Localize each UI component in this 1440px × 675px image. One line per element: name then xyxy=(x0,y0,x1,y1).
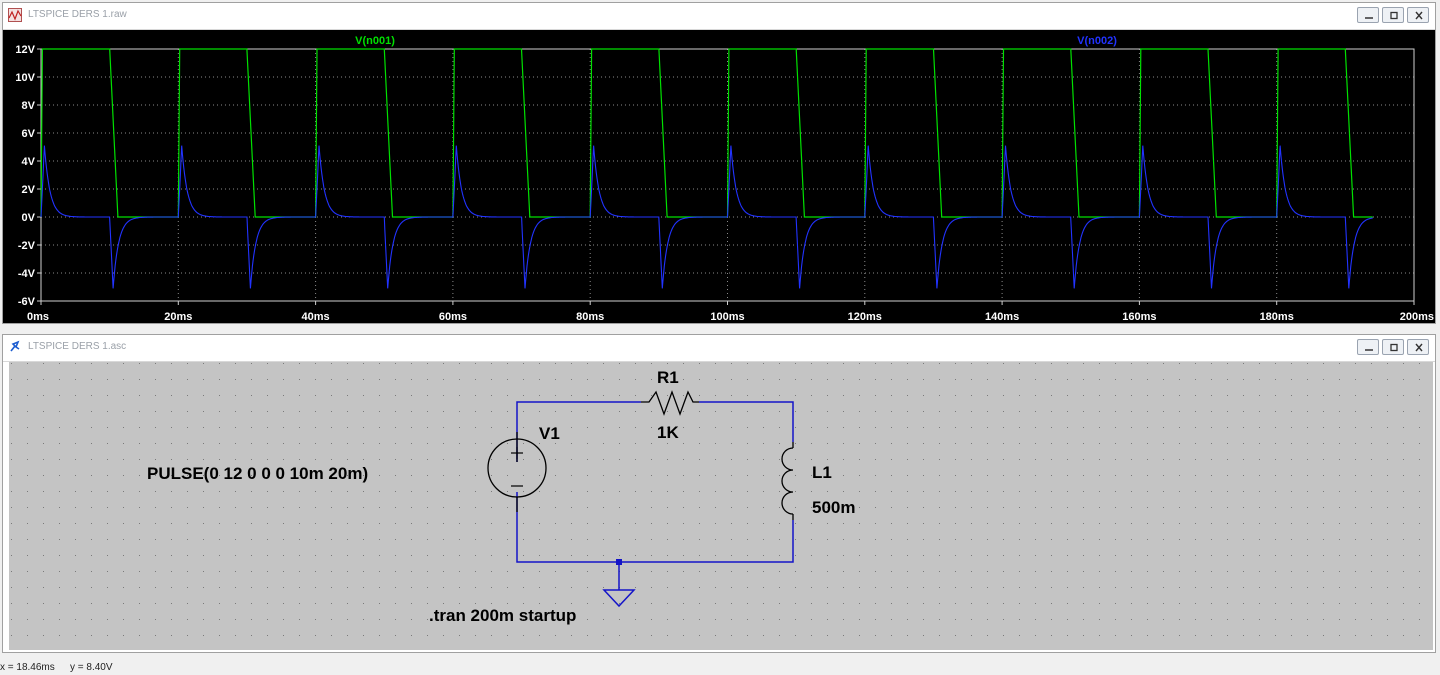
cursor-y-readout: y = 8.40V xyxy=(70,662,113,673)
x-tick-label: 160ms xyxy=(1122,311,1156,323)
close-button[interactable] xyxy=(1407,339,1429,355)
schematic-app-icon xyxy=(10,340,20,352)
close-button[interactable] xyxy=(1407,7,1429,23)
x-tick-label: 0ms xyxy=(27,311,49,323)
v1-value-label: PULSE(0 12 0 0 0 10m 20m) xyxy=(147,464,368,483)
waveform-window-title: LTSPICE DERS 1.raw xyxy=(28,9,127,20)
close-icon xyxy=(1415,343,1423,352)
resistor-r1[interactable] xyxy=(641,390,699,416)
minimize-button[interactable] xyxy=(1357,7,1379,23)
x-tick-label: 40ms xyxy=(302,311,330,323)
x-tick-label: 80ms xyxy=(576,311,604,323)
l1-name-label: L1 xyxy=(812,463,832,482)
y-tick-label: 10V xyxy=(15,72,35,84)
y-tick-label: 6V xyxy=(22,128,36,140)
waveform-chart[interactable]: 12V 10V 8V 6V 4V 2V 0V -2V -4V -6V 0ms 20ms 40ms 60ms… xyxy=(3,30,1435,323)
waveform-plot[interactable]: 12V 10V 8V 6V 4V 2V 0V -2V -4V -6V 0ms 20ms 40ms 60ms… xyxy=(3,30,1435,323)
voltage-source-v1[interactable] xyxy=(487,432,547,512)
tran-directive[interactable]: .tran 200m startup xyxy=(429,606,576,625)
v1-name-label: V1 xyxy=(539,424,560,443)
r1-value-label: 1K xyxy=(657,423,679,442)
y-tick-label: 4V xyxy=(22,156,36,168)
y-tick-label: 0V xyxy=(22,212,36,224)
close-icon xyxy=(1415,11,1423,20)
trace-v-n002 xyxy=(40,145,1373,289)
x-tick-label: 100ms xyxy=(710,311,744,323)
y-tick-label: -6V xyxy=(18,296,36,308)
wire-top-right xyxy=(699,401,794,442)
y-tick-label: 2V xyxy=(22,184,36,196)
plot-grid xyxy=(41,49,1414,301)
maximize-icon xyxy=(1390,343,1398,352)
r1-name-label: R1 xyxy=(657,368,679,387)
y-tick-label: 8V xyxy=(22,100,36,112)
x-tick-label: 20ms xyxy=(164,311,192,323)
l1-value-label: 500m xyxy=(812,498,855,517)
plot-axes xyxy=(37,48,1415,305)
y-tick-label: -4V xyxy=(18,268,36,280)
x-tick-label: 180ms xyxy=(1260,311,1294,323)
schematic-dot-grid xyxy=(9,362,1433,650)
schematic-titlebar[interactable]: LTSPICE DERS 1.asc xyxy=(3,335,1435,362)
y-tick-label: 12V xyxy=(15,44,35,56)
status-bar: x = 18.46ms y = 8.40V xyxy=(0,659,1440,675)
schematic-drawing[interactable]: R1 1K V1 PULSE(0 12 0 0 0 10m 20m) L1 50… xyxy=(9,362,1433,650)
minimize-button[interactable] xyxy=(1357,339,1379,355)
trace-label-v-n002: V(n002) xyxy=(1077,35,1117,47)
x-tick-label: 120ms xyxy=(848,311,882,323)
minimize-icon xyxy=(1365,349,1373,351)
schematic-window[interactable]: LTSPICE DERS 1.asc xyxy=(2,334,1436,653)
x-tick-label: 200ms xyxy=(1400,311,1434,323)
maximize-button[interactable] xyxy=(1382,339,1404,355)
wire-bottom-left xyxy=(516,492,619,563)
inductor-l1[interactable] xyxy=(781,442,794,520)
waveform-app-icon xyxy=(8,8,22,22)
maximize-button[interactable] xyxy=(1382,7,1404,23)
plot-traces xyxy=(40,48,1373,289)
trace-label-v-n001: V(n001) xyxy=(355,35,395,47)
schematic-canvas[interactable]: R1 1K V1 PULSE(0 12 0 0 0 10m 20m) L1 50… xyxy=(9,362,1433,650)
wire-right xyxy=(619,520,794,563)
x-tick-label: 140ms xyxy=(985,311,1019,323)
schematic-window-title: LTSPICE DERS 1.asc xyxy=(28,341,127,352)
maximize-icon xyxy=(1390,11,1398,20)
waveform-window[interactable]: LTSPICE DERS 1.raw 12V 10V 8V 6V 4V 2V 0V -2V -4… xyxy=(2,2,1436,324)
y-tick-label: -2V xyxy=(18,240,36,252)
x-tick-label: 60ms xyxy=(439,311,467,323)
plot-labels: 12V 10V 8V 6V 4V 2V 0V -2V -4V -6V 0ms 20ms 40ms 60ms… xyxy=(15,35,1434,323)
waveform-titlebar[interactable]: LTSPICE DERS 1.raw xyxy=(3,3,1435,30)
minimize-icon xyxy=(1365,17,1373,19)
ground-symbol[interactable] xyxy=(602,559,636,608)
cursor-x-readout: x = 18.46ms xyxy=(0,662,55,673)
